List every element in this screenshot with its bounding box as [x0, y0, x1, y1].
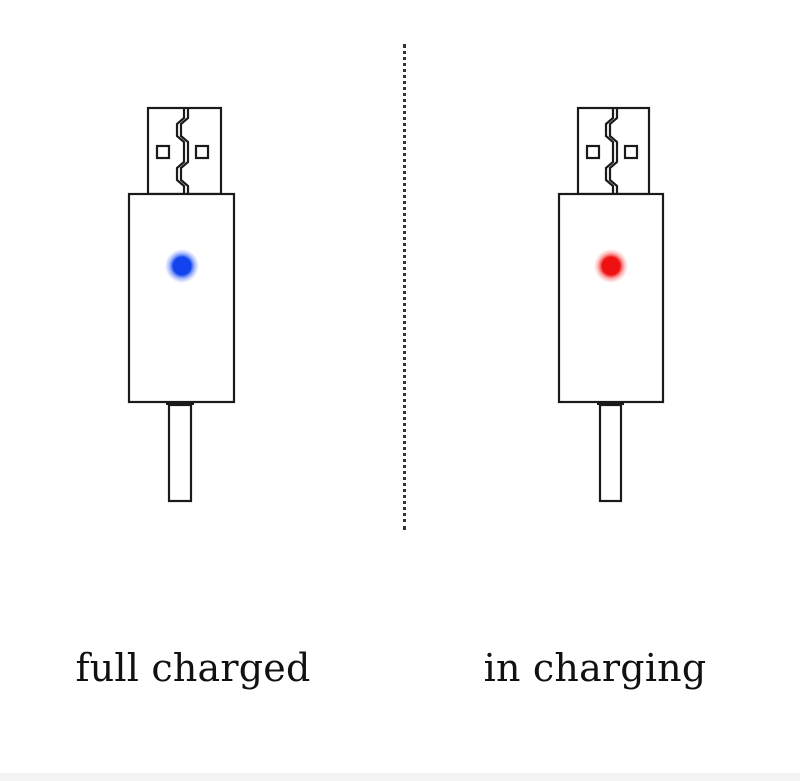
status-label-full-charged: full charged — [75, 646, 311, 690]
led-blue-indicator — [173, 257, 191, 275]
led-blue-glow — [165, 249, 199, 283]
led-red-glow — [594, 249, 628, 283]
charger-cable — [598, 403, 623, 503]
usb-plug — [146, 106, 223, 196]
charger-body — [557, 192, 665, 404]
led-red-indicator — [602, 257, 620, 275]
bottom-strip — [0, 773, 800, 781]
usb-plug — [576, 106, 651, 196]
status-label-in-charging: in charging — [483, 646, 707, 690]
dotted-divider — [403, 44, 406, 530]
charger-cable — [167, 403, 193, 503]
charger-body — [127, 192, 236, 404]
